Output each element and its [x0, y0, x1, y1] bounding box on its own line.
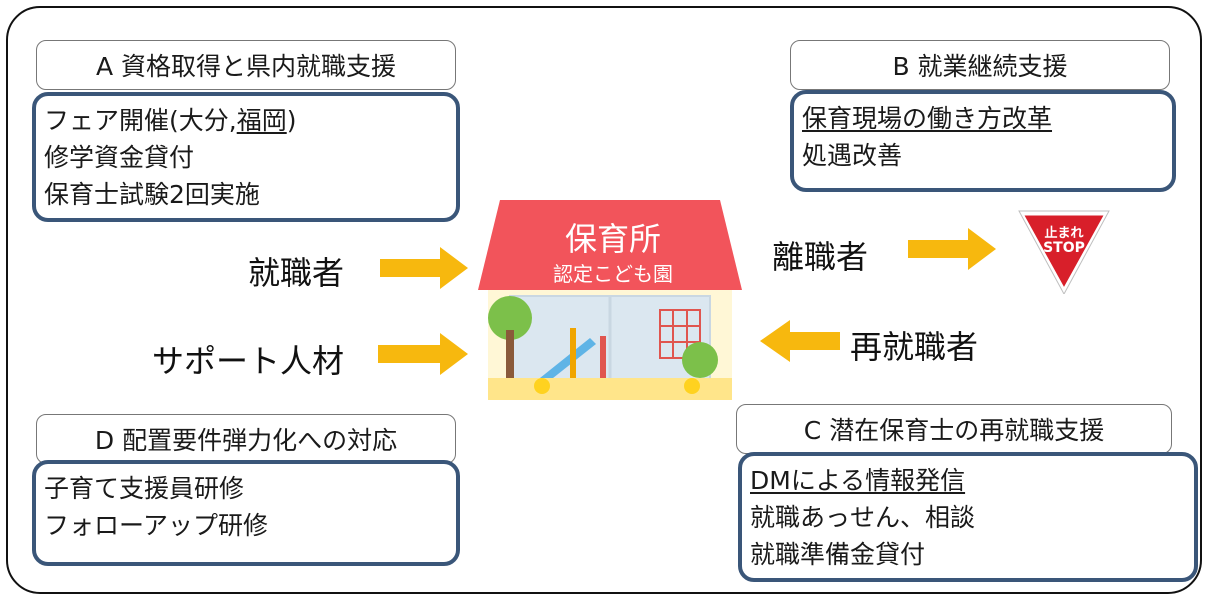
section-d-header-text: D 配置要件弾力化への対応: [94, 426, 398, 455]
section-d-box: 子育て支援員研修 フォローアップ研修: [32, 460, 460, 566]
stop-sign-icon: [1018, 210, 1110, 294]
stop-sign-japanese-text: 止まれ: [1044, 226, 1084, 241]
nursery-building-icon: [478, 200, 742, 400]
section-a-line-1: フェア開催(大分,福岡): [44, 106, 297, 135]
section-d-line-1: 子育て支援員研修: [44, 474, 245, 503]
section-c-header-text: C 潜在保育士の再就職支援: [803, 416, 1105, 445]
employed-label: 就職者: [248, 254, 345, 292]
section-b-header: B 就業継続支援: [790, 40, 1170, 90]
diagram-frame: [6, 6, 1202, 594]
section-c-line-1: DMによる情報発信: [750, 466, 966, 495]
section-d-line-2: フォローアップ研修: [44, 511, 269, 540]
section-c-line-3: 就職準備金貸付: [750, 540, 926, 569]
section-c-box: DMによる情報発信 就職あっせん、相談 就職準備金貸付: [738, 452, 1198, 582]
section-a-line-2: 修学資金貸付: [44, 143, 195, 172]
section-b-header-text: B 就業継続支援: [892, 52, 1068, 81]
fukuoka-link-text: 福岡: [236, 106, 287, 135]
section-c-header: C 潜在保育士の再就職支援: [736, 404, 1172, 454]
left-arrow-icon: [760, 320, 840, 362]
section-a-line-3: 保育士試験2回実施: [44, 180, 260, 209]
stop-sign-english-text: STOP: [1043, 240, 1085, 256]
section-a-header: A 資格取得と県内就職支援: [36, 40, 456, 90]
resigned-label: 離職者: [772, 238, 869, 276]
section-b-box: 保育現場の働き方改革 処遇改善: [790, 90, 1176, 192]
facility-title: 保育所: [564, 220, 661, 258]
section-a-header-text: A 資格取得と県内就職支援: [95, 52, 397, 81]
support-staff-label: サポート人材: [152, 342, 345, 380]
right-arrow-icon: [380, 247, 468, 289]
section-b-line-1: 保育現場の働き方改革: [802, 104, 1053, 133]
right-arrow-icon: [378, 333, 468, 375]
right-arrow-icon: [908, 228, 996, 270]
section-c-line-2: 就職あっせん、相談: [750, 503, 976, 532]
section-b-line-2: 処遇改善: [802, 141, 903, 170]
facility-subtitle: 認定こども園: [553, 262, 673, 286]
section-a-box: フェア開催(大分,福岡) 修学資金貸付 保育士試験2回実施: [32, 92, 460, 222]
reemployed-label: 再就職者: [850, 328, 979, 366]
